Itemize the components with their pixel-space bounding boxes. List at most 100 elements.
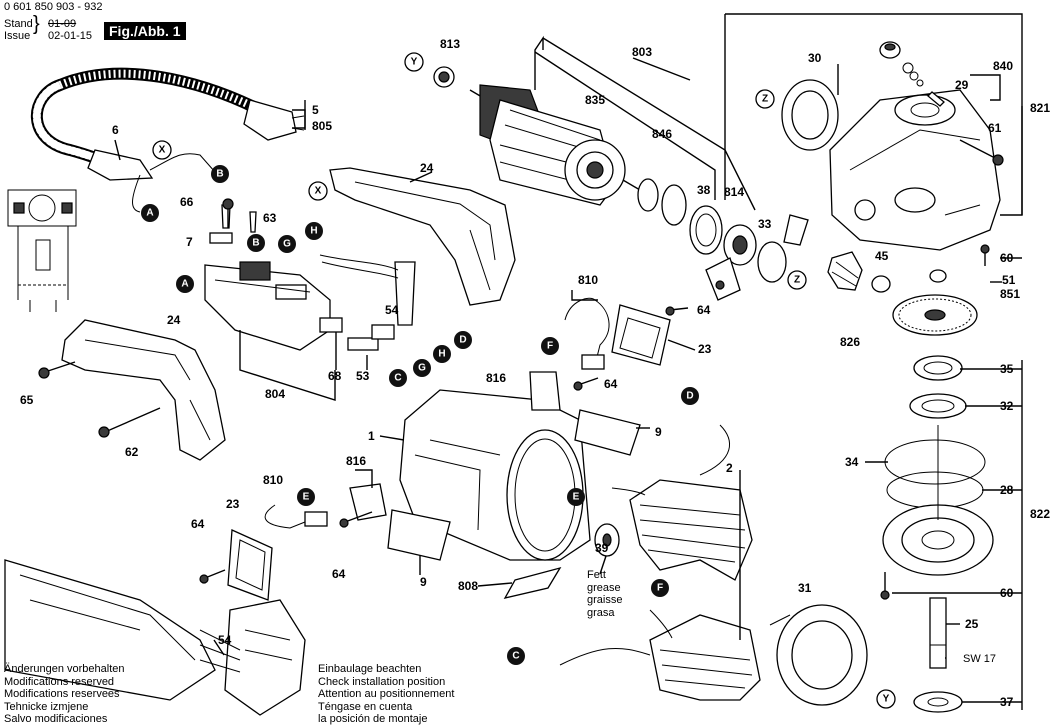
callout-c-coil: C: [512, 651, 519, 662]
bearings-armature: [637, 178, 809, 301]
callout-h-top: H: [310, 226, 317, 237]
field-coils: [559, 424, 761, 701]
callout-b-cord: B: [216, 169, 223, 180]
callouts: Y Y X X Z Z A A B B C C D D E E F F G: [141, 52, 896, 709]
label-37: 37: [1000, 695, 1014, 709]
label-7: 7: [186, 235, 193, 249]
installation-note: Einbaulage beachten Check installation p…: [318, 663, 455, 725]
label-54: 54: [385, 303, 399, 317]
fan-and-cover: [594, 523, 868, 706]
label-822: 822: [1030, 507, 1050, 521]
label-814: 814: [724, 185, 744, 199]
label-846: 846: [652, 127, 672, 141]
motor-housing: [399, 389, 591, 561]
label-51: 51: [1002, 273, 1016, 287]
callout-g-bottom: G: [418, 363, 426, 374]
leader-lines: [114, 13, 1023, 710]
label-803: 803: [632, 45, 652, 59]
label-816-bottom: 816: [346, 454, 366, 468]
label-810-top: 810: [578, 273, 598, 287]
callout-f-wire: F: [547, 341, 553, 352]
armature: [433, 66, 641, 206]
label-813: 813: [440, 37, 460, 51]
grease-note: Fett grease graisse grasa: [587, 569, 623, 619]
label-60-bottom: 60: [1000, 586, 1014, 600]
callout-b-switch: B: [252, 238, 259, 249]
label-54-inset: 54: [218, 633, 232, 647]
label-29: 29: [955, 78, 969, 92]
callout-d-coil: D: [686, 391, 693, 402]
label-23-right: 23: [698, 342, 712, 356]
label-816-top: 816: [486, 371, 506, 385]
label-9-left: 9: [420, 575, 427, 589]
label-23-left: 23: [226, 497, 240, 511]
issue-label: Issue: [4, 30, 31, 42]
label-9-right: 9: [655, 425, 662, 439]
label-39: 39: [595, 541, 609, 555]
callout-c-switch: C: [394, 373, 401, 384]
label-5: 5: [312, 103, 319, 117]
handle-lower: [61, 319, 226, 461]
label-62: 62: [125, 445, 139, 459]
label-840: 840: [993, 59, 1013, 73]
callout-x-handle: X: [315, 186, 322, 197]
label-1: 1: [368, 429, 375, 443]
label-60-top: 60: [1000, 251, 1014, 265]
part-labels: 813 803 835 846 38 814 33 30 840 29 821 …: [20, 37, 1050, 709]
label-34: 34: [845, 455, 859, 469]
callout-h-bottom: H: [438, 349, 445, 360]
callout-z-top: Z: [762, 94, 768, 105]
brush-holders: [199, 297, 689, 584]
label-63: 63: [263, 211, 277, 225]
switch-assembly: [204, 204, 416, 351]
label-45: 45: [875, 249, 889, 263]
callout-e-coil: E: [573, 492, 580, 503]
label-24-bottom: 24: [167, 313, 181, 327]
callout-g-top: G: [283, 239, 291, 250]
issue-date: 02-01-15: [48, 30, 93, 42]
figure-label: Fig./Abb. 1: [104, 22, 186, 40]
wiring-schematic: [7, 189, 77, 312]
callout-y-top: Y: [411, 57, 418, 68]
label-33: 33: [758, 217, 772, 231]
label-826: 826: [840, 335, 860, 349]
label-64-left: 64: [191, 517, 205, 531]
callout-z-bottom: Z: [794, 275, 800, 286]
label-6: 6: [112, 123, 119, 137]
label-53: 53: [356, 369, 370, 383]
label-821: 821: [1030, 101, 1050, 115]
label-2: 2: [726, 461, 733, 475]
callout-a-switch: A: [181, 279, 188, 290]
modifications-note: Änderungen vorbehalten Modifications res…: [4, 663, 125, 725]
label-61: 61: [988, 121, 1002, 135]
screws-left: [38, 198, 234, 438]
callout-a-cord: A: [146, 208, 153, 219]
label-64-right: 64: [697, 303, 711, 317]
label-810-bottom: 810: [263, 473, 283, 487]
label-65: 65: [20, 393, 34, 407]
label-851: 851: [1000, 287, 1020, 301]
gear-stack: [827, 251, 994, 713]
handle-upper: [329, 167, 516, 306]
stand-label: Stand: [4, 18, 33, 30]
stand-date: 01-09: [48, 18, 77, 30]
label-30: 30: [808, 51, 822, 65]
label-35: 35: [1000, 362, 1014, 376]
power-cord: [30, 67, 305, 213]
label-38: 38: [697, 183, 711, 197]
label-805: 805: [312, 119, 332, 133]
callout-e-wire: E: [303, 492, 310, 503]
callout-d-switch: D: [459, 335, 466, 346]
header-brace: }: [33, 13, 40, 35]
label-64-bottom: 64: [332, 567, 346, 581]
label-68: 68: [328, 369, 342, 383]
part-number: 0 601 850 903 - 932: [4, 1, 103, 13]
label-31: 31: [798, 581, 812, 595]
plates: [227, 304, 671, 601]
label-32: 32: [1000, 399, 1014, 413]
label-sw17: SW 17: [963, 653, 996, 665]
label-25: 25: [965, 617, 979, 631]
installation-inset: [4, 559, 306, 716]
callout-f-coil: F: [657, 583, 663, 594]
